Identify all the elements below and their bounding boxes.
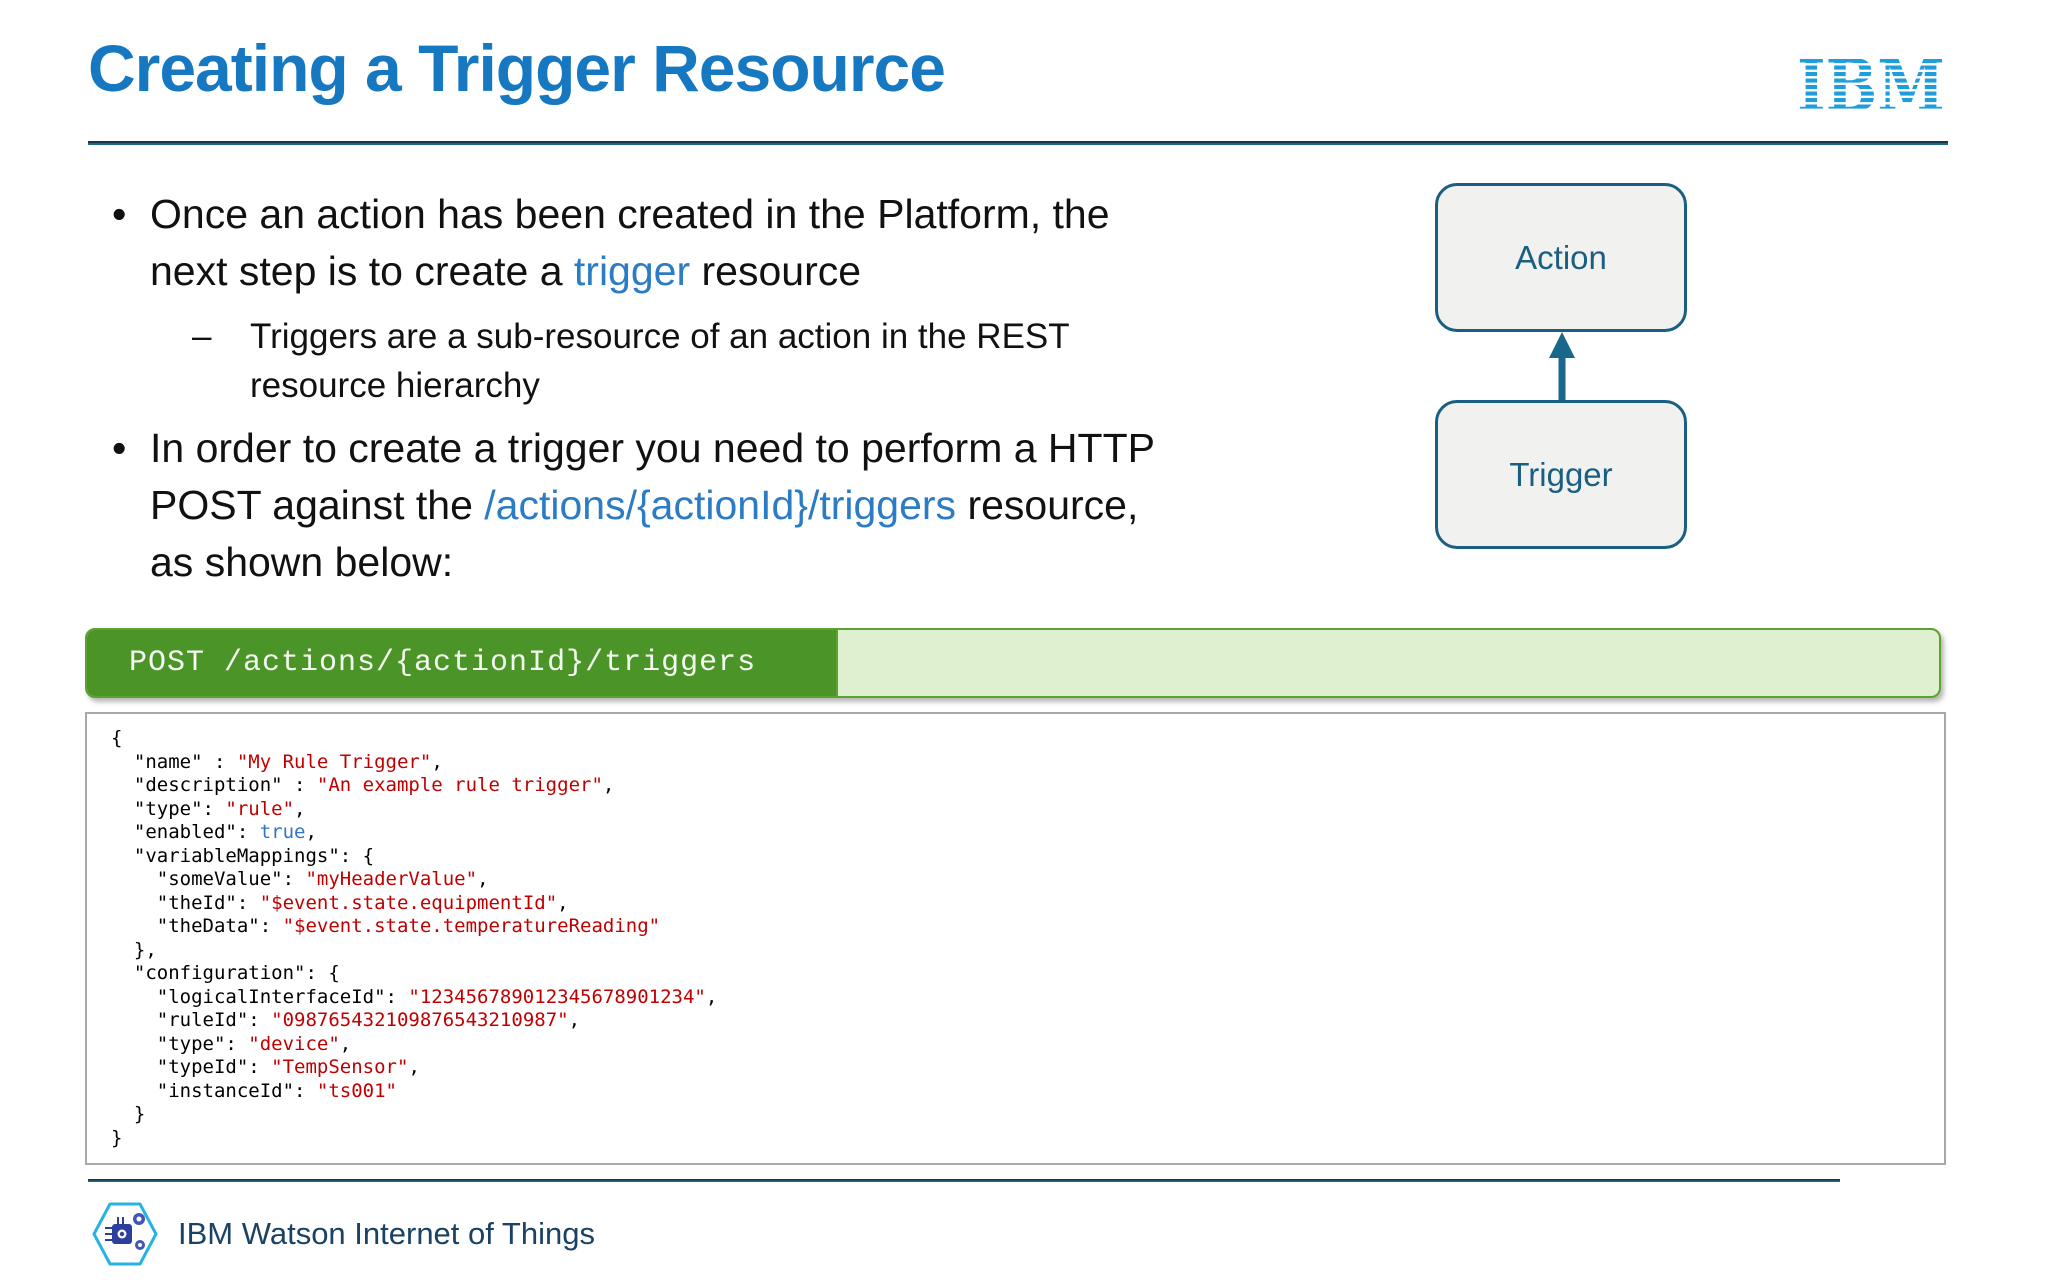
code-line: "description" : "An example rule trigger… — [111, 774, 615, 796]
code-line: "enabled": true, — [111, 821, 317, 843]
diagram-trigger-box: Trigger — [1435, 400, 1687, 549]
code-line: "configuration": { — [111, 962, 340, 984]
diagram-action-label: Action — [1515, 238, 1607, 276]
bullet-dot-icon: • — [112, 191, 127, 237]
bullet-item-1-text: Once an action has been created in the P… — [150, 191, 1110, 294]
sub-bullet-item-1: – Triggers are a sub-resource of an acti… — [192, 312, 1230, 410]
bullet-item-2: • In order to create a trigger you need … — [112, 420, 1270, 591]
diagram-trigger-label: Trigger — [1509, 455, 1613, 493]
diagram-arrow-icon — [1539, 330, 1585, 402]
code-line: }, — [111, 938, 157, 961]
code-block: { "name" : "My Rule Trigger", "descripti… — [85, 712, 1946, 1165]
code-line: "typeId": "TempSensor", — [111, 1056, 420, 1078]
code-line: "name" : "My Rule Trigger", — [111, 750, 443, 773]
svg-text:IBM: IBM — [1797, 48, 1945, 124]
code-line: "logicalInterfaceId": "12345678901234567… — [111, 985, 718, 1008]
diagram-action-box: Action — [1435, 183, 1687, 332]
ibm-logo-icon: IBM — [1795, 43, 1947, 129]
request-method-path: POST /actions/{actionId}/triggers — [87, 630, 838, 696]
code-line: "type": "device", — [111, 1032, 352, 1055]
code-line: { — [111, 727, 123, 749]
bullet-item-2-text: In order to create a trigger you need to… — [150, 425, 1155, 585]
watson-iot-icon — [92, 1198, 158, 1275]
code-line: "someValue": "myHeaderValue", — [111, 868, 489, 890]
page-title: Creating a Trigger Resource — [88, 31, 946, 105]
footer-divider — [88, 1179, 1840, 1182]
dash-icon: – — [192, 317, 212, 356]
footer-brand-text: IBM Watson Internet of Things — [178, 1216, 595, 1251]
sub-bullet-item-1-text: Triggers are a sub-resource of an action… — [250, 317, 1070, 405]
title-divider — [88, 141, 1948, 145]
code-line: } — [111, 1103, 146, 1125]
code-line: "type": "rule", — [111, 797, 306, 820]
code-line: "variableMappings": { — [111, 844, 375, 867]
code-line: "instanceId": "ts001" — [111, 1079, 397, 1102]
bullet-item-1: • Once an action has been created in the… — [112, 186, 1270, 300]
bullet-dot-icon: • — [112, 425, 127, 471]
code-line: "theId": "$event.state.equipmentId", — [111, 891, 569, 914]
request-bar: POST /actions/{actionId}/triggers — [85, 628, 1941, 698]
code-line: } — [111, 1126, 123, 1149]
code-line: "theData": "$event.state.temperatureRead… — [111, 915, 661, 937]
code-line: "ruleId": "098765432109876543210987", — [111, 1009, 581, 1031]
